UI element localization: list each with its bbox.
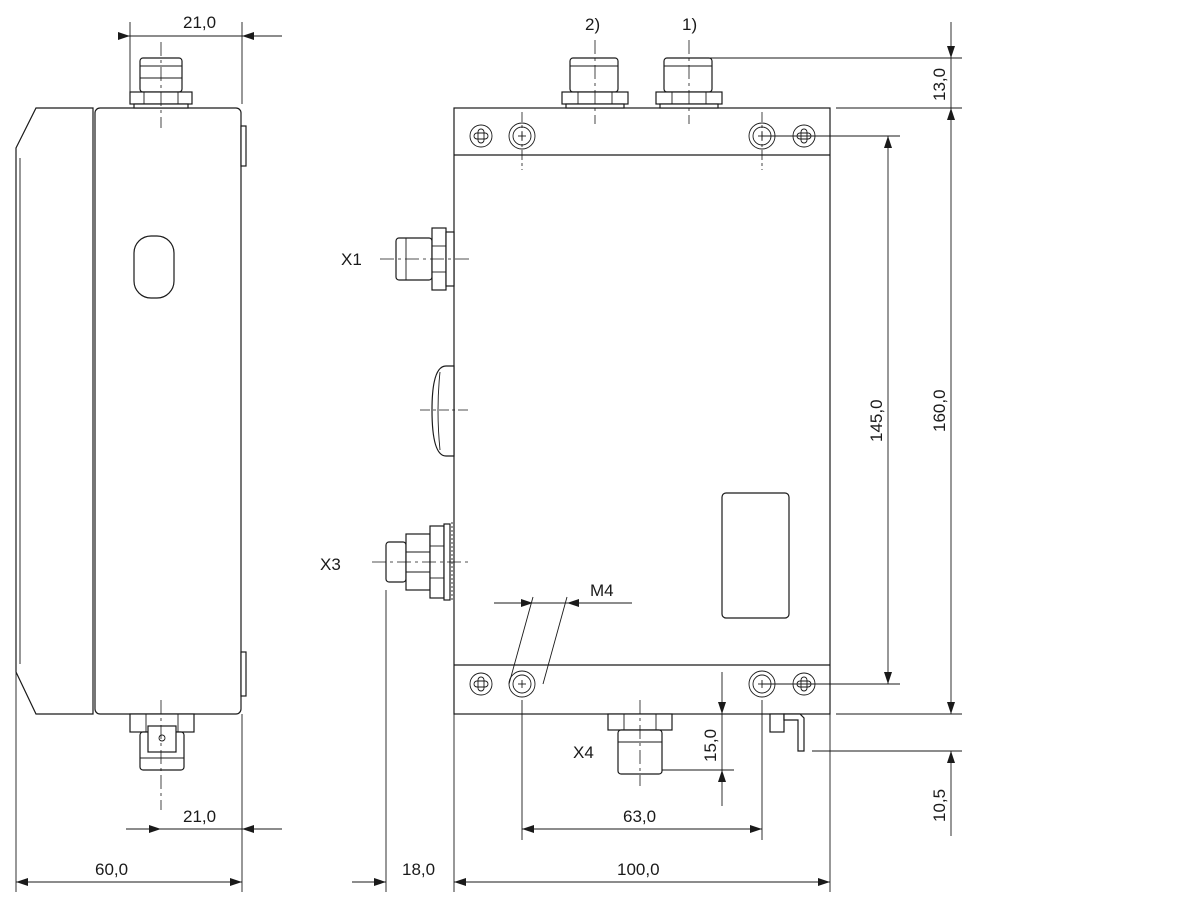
mounting-hole-icon [508,670,536,698]
connector-x3-label: X3 [320,555,341,574]
side-view: 21,0 21,0 60,0 [15,13,282,892]
front-gland-1 [655,40,723,124]
connector-x3 [372,522,468,602]
dim-connector-offset-label: 18,0 [402,860,435,879]
dim-connector-offset: 18,0 [352,590,455,892]
dim-housing-height-label: 160,0 [930,389,949,432]
connector-x4 [607,700,673,786]
ground-lug [769,713,805,752]
dim-side-depth-label: 60,0 [95,860,128,879]
side-button [420,365,468,457]
dim-bottom-gland-width-label: 21,0 [183,807,216,826]
dim-gland-height: 13,0 [700,22,962,109]
dim-housing-width: 100,0 [454,714,831,892]
dim-hole-spacing-vertical: 145,0 [762,135,900,685]
connector-x4-label: X4 [573,743,594,762]
dim-x4-height: 15,0 [662,672,734,806]
dim-x4-height-label: 15,0 [701,729,720,762]
gland-1-label: 1) [682,15,697,34]
dim-gland-height-label: 13,0 [930,68,949,101]
front-view-housing [453,107,831,715]
dim-hole-spacing-vertical-label: 145,0 [867,399,886,442]
side-view-top-gland [129,42,193,128]
label-plate [721,492,790,619]
front-view: 2) 1) X1 [320,15,962,892]
connector-x1 [380,227,470,291]
dim-top-gland-width: 21,0 [118,13,282,104]
dim-top-gland-width-label: 21,0 [183,13,216,32]
thread-label: M4 [590,581,614,600]
side-view-body [94,107,242,715]
dim-side-depth: 60,0 [15,672,243,892]
thread-callout: M4 [494,581,632,685]
dim-bottom-gland-width: 21,0 [126,714,282,840]
side-view-cover [15,107,94,715]
dim-housing-width-label: 100,0 [617,860,660,879]
dim-hole-spacing-horizontal-label: 63,0 [623,807,656,826]
connector-x1-label: X1 [341,250,362,269]
side-view-oval-window [133,235,175,299]
dim-hole-spacing-horizontal: 63,0 [521,700,763,840]
dim-ground-lug-height-label: 10,5 [930,789,949,822]
side-view-bottom-gland [129,700,195,810]
dim-housing-height: 160,0 [836,108,962,715]
dim-ground-lug-height: 10,5 [812,750,962,836]
front-gland-2 [561,40,629,124]
gland-2-label: 2) [585,15,600,34]
